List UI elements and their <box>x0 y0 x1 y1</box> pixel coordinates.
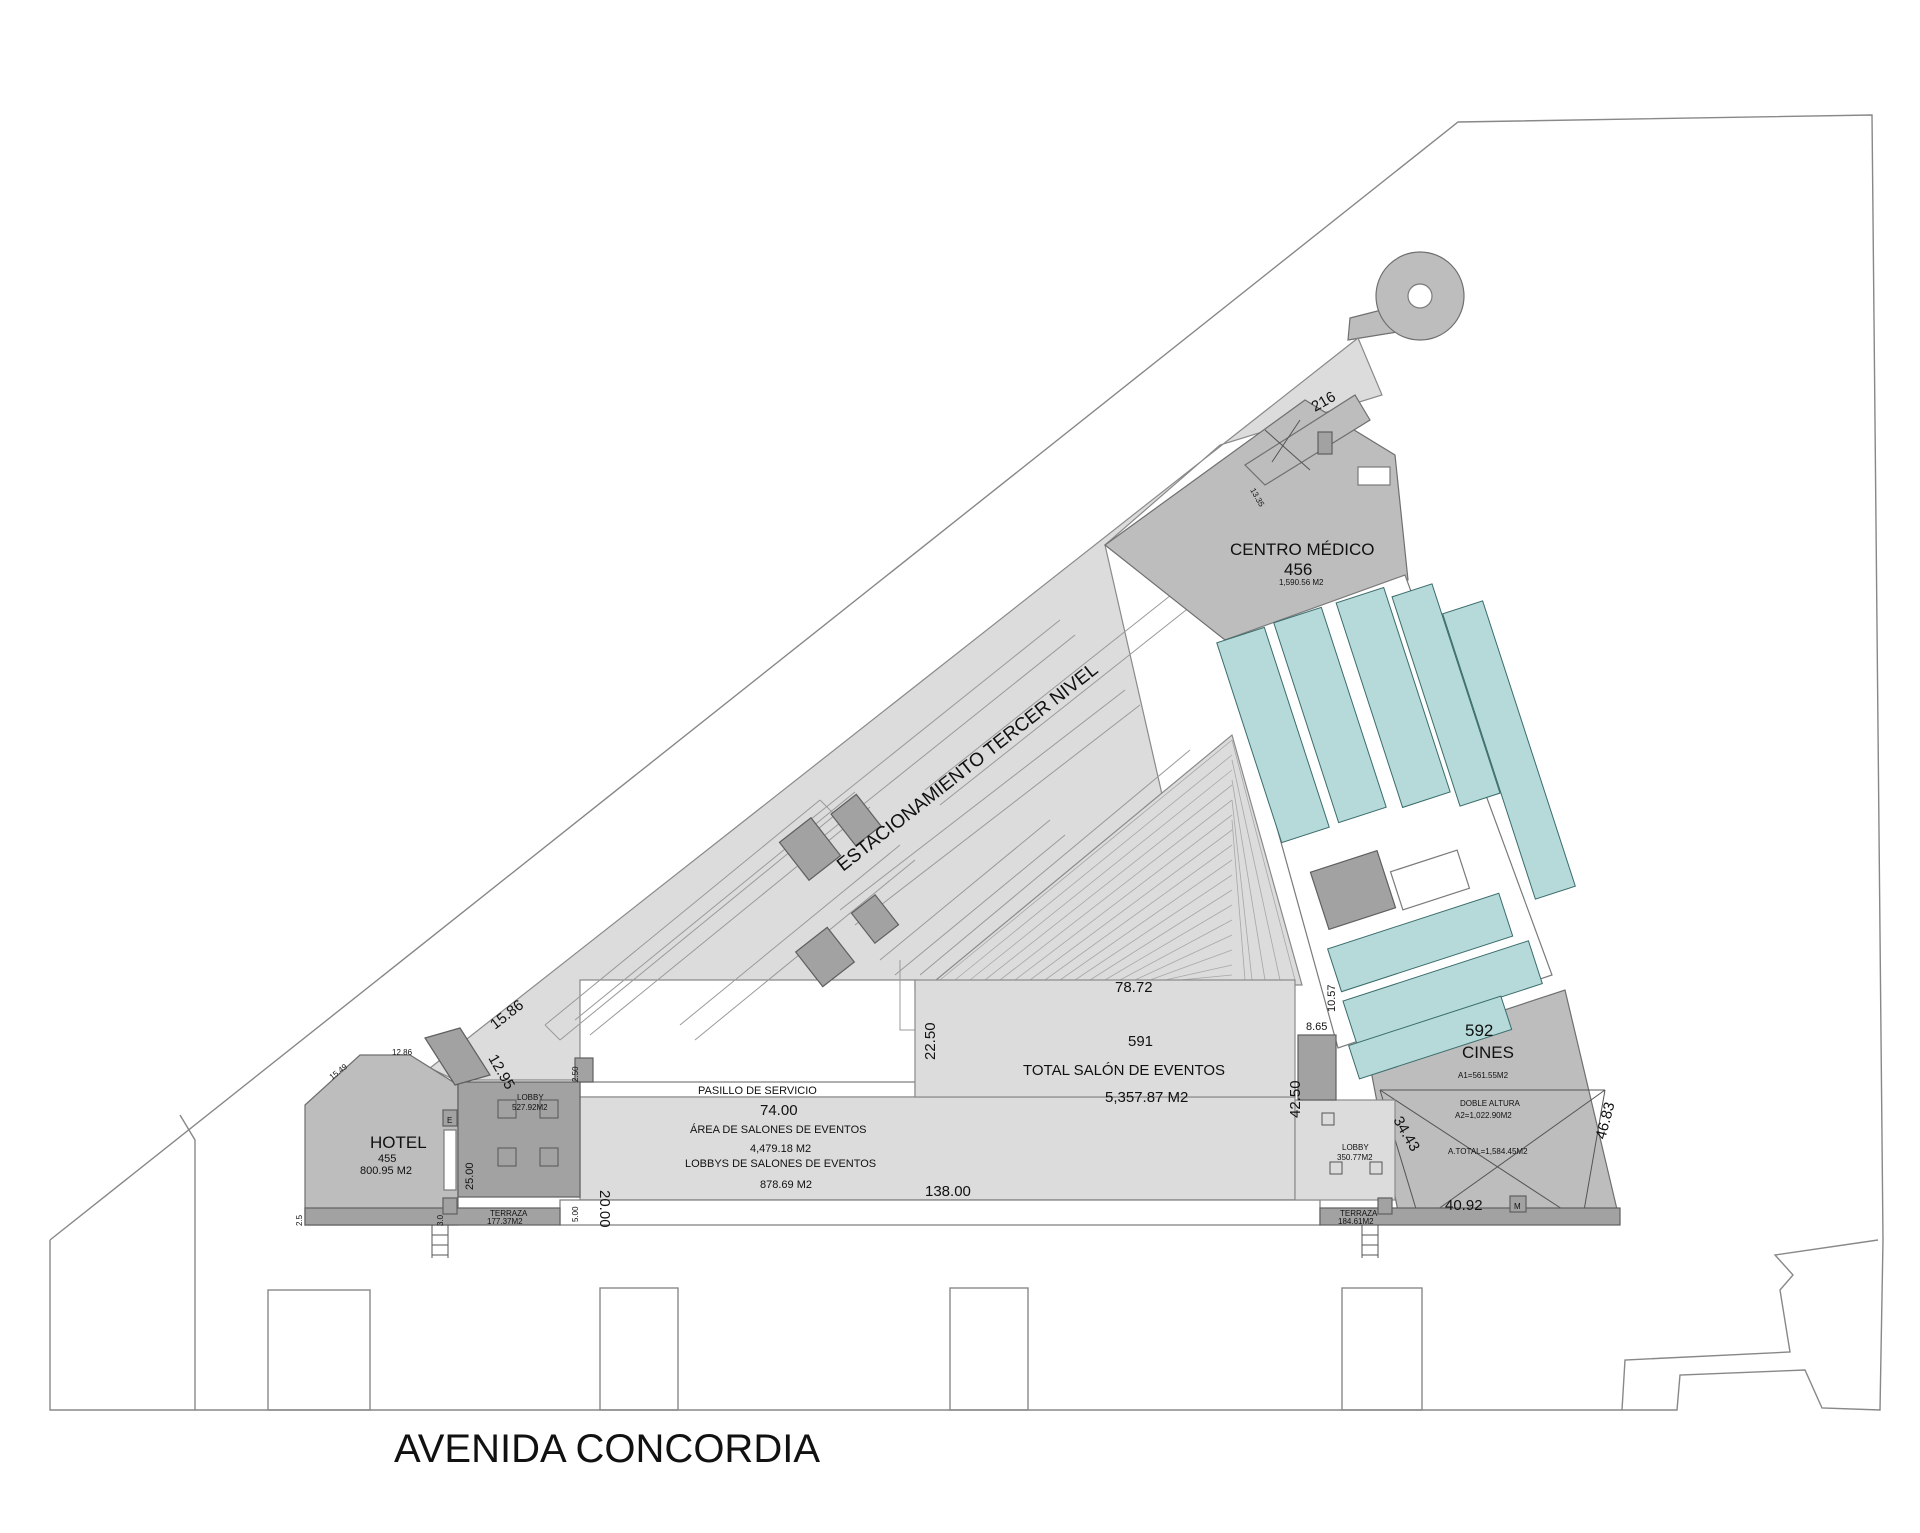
dim-20-00: 20.00 <box>596 1190 613 1228</box>
events-total-area: 5,357.87 M2 <box>1105 1089 1188 1106</box>
medical-center-name: CENTRO MÉDICO <box>1230 540 1375 559</box>
cinema-terrace <box>1319 1207 1621 1226</box>
medical-center-area: 1,590.56 M2 <box>1279 578 1324 587</box>
cinema-a1: A1=561.55M2 <box>1458 1071 1509 1080</box>
hotel-block <box>304 1027 581 1226</box>
hotel-lobby-label: LOBBY <box>517 1093 544 1102</box>
cinema-terrace-label: TERRAZA <box>1340 1209 1378 1218</box>
hotel-terrace-area: 177.37M2 <box>487 1217 523 1226</box>
cinema-block <box>1216 574 1621 1223</box>
hotel-lobby-area: 527.92M2 <box>512 1103 548 1112</box>
dim-3-0: 3.0 <box>436 1214 445 1226</box>
dim-138-00: 138.00 <box>925 1183 971 1200</box>
events-lobbies-area: 878.69 M2 <box>760 1179 812 1191</box>
dim-74-00: 74.00 <box>760 1102 798 1119</box>
front-lot-line <box>49 1114 196 1411</box>
events-title: TOTAL SALÓN DE EVENTOS <box>1023 1062 1225 1079</box>
events-halls-area: 4,479.18 M2 <box>750 1143 811 1155</box>
cinema-a2: A2=1,022.90M2 <box>1455 1111 1512 1120</box>
medical-center-number: 456 <box>1284 560 1312 579</box>
entry-steps <box>431 1225 1379 1258</box>
events-main-hall <box>914 979 1296 1098</box>
cinema-terrace-area: 184.61M2 <box>1338 1217 1374 1226</box>
cinema-number: 592 <box>1465 1021 1493 1040</box>
dim-78-72: 78.72 <box>1115 979 1153 996</box>
hotel-terrace-label: TERRAZA <box>490 1209 528 1218</box>
stair-symbol: M <box>1514 1202 1521 1211</box>
events-frontage-strip <box>559 1199 1321 1226</box>
cinema-double-height: DOBLE ALTURA <box>1460 1099 1521 1108</box>
cinema-lobby <box>1294 1099 1396 1201</box>
lot-outlines <box>49 114 1884 1411</box>
events-number: 591 <box>1128 1033 1153 1050</box>
medical-center <box>1104 394 1409 641</box>
main-lot-boundary <box>49 114 1884 1411</box>
hotel-number: 455 <box>378 1153 396 1165</box>
unit-216-footprint <box>1244 394 1371 486</box>
medical-center-footprint <box>1104 399 1409 641</box>
dim-42-50: 42.50 <box>1287 1080 1304 1118</box>
dim-5-00: 5.00 <box>571 1206 580 1222</box>
street-name: AVENIDA CONCORDIA <box>394 1427 820 1471</box>
dim-12-86: 12.86 <box>392 1048 413 1057</box>
hotel-name: HOTEL <box>370 1133 427 1152</box>
ramp-helix <box>1347 251 1465 341</box>
events-halls-label: ÁREA DE SALONES DE EVENTOS <box>690 1123 866 1136</box>
cinema-lobby-area: 350.77M2 <box>1337 1153 1373 1162</box>
elevator-symbol: E <box>447 1116 452 1125</box>
dim-10-57: 10.57 <box>1326 984 1338 1012</box>
cinema-total: A.TOTAL=1,584.45M2 <box>1448 1147 1528 1156</box>
theater-halls <box>1216 583 1576 1080</box>
front-block-4 <box>1341 1287 1423 1411</box>
cinema-name: CINES <box>1462 1043 1514 1062</box>
service-corridor-label: PASILLO DE SERVICIO <box>698 1085 817 1097</box>
dim-40-92: 40.92 <box>1445 1197 1483 1214</box>
front-block-1 <box>267 1289 371 1411</box>
dim-22-50: 22.50 <box>922 1022 939 1060</box>
dim-46-83: 46.83 <box>1592 1100 1618 1141</box>
cinema-lobby-label: LOBBY <box>1342 1143 1369 1152</box>
front-block-2 <box>599 1287 679 1411</box>
dim-8-65: 8.65 <box>1306 1021 1327 1033</box>
dim-25-00: 25.00 <box>464 1162 476 1190</box>
front-block-3 <box>949 1287 1029 1411</box>
hotel-lobby <box>457 1081 581 1198</box>
dim-2-5: 2.5 <box>295 1214 304 1226</box>
hotel-area: 800.95 M2 <box>360 1165 412 1177</box>
dim-2-50: 2.50 <box>571 1066 580 1082</box>
events-building <box>559 979 1396 1226</box>
events-lobbies-label: LOBBYS DE SALONES DE EVENTOS <box>685 1158 876 1170</box>
